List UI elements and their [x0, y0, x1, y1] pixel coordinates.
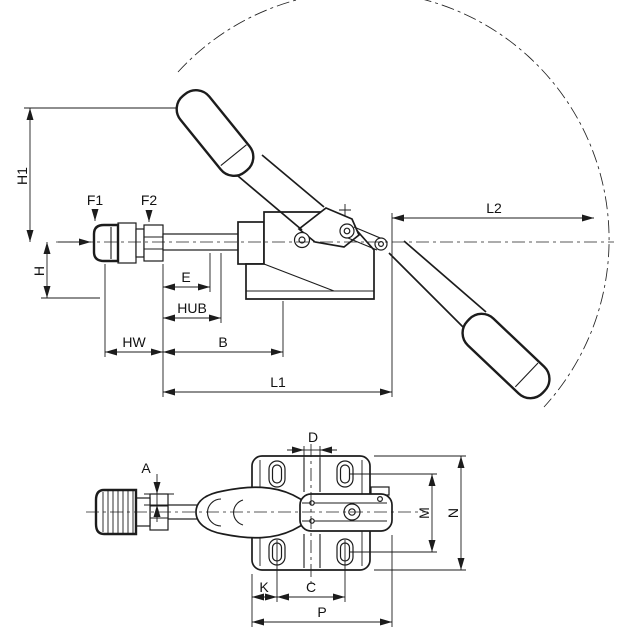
label-d: D [308, 429, 318, 445]
label-c: C [306, 579, 316, 595]
dimension-e: E [163, 269, 210, 291]
grip-detail-line [220, 144, 247, 167]
handle-swing-arc [177, 0, 610, 408]
dimension-l2: L2 [392, 200, 594, 222]
rivet [309, 518, 315, 524]
label-b: B [218, 334, 227, 350]
spindle-boss [237, 221, 265, 265]
arm-outline [195, 486, 305, 539]
pad-cylinder [117, 222, 137, 264]
lever-edge [237, 175, 303, 231]
dimension-d: D [287, 429, 337, 458]
label-f2: F2 [141, 192, 158, 208]
dimension-hub: HUB [163, 300, 221, 322]
center-cross-mark [339, 204, 351, 216]
gusset-line [263, 263, 335, 292]
label-h: H [31, 266, 47, 276]
label-a: A [141, 460, 151, 476]
label-hub: HUB [177, 300, 207, 316]
label-f1: F1 [87, 192, 104, 208]
label-k: K [259, 579, 269, 595]
handle-up-position [175, 88, 325, 231]
rivet [309, 500, 315, 506]
dimension-p: P [252, 604, 392, 626]
dimension-h: H [31, 242, 100, 299]
linkage-plan [299, 486, 393, 532]
lever-edge [261, 154, 325, 208]
lever-edge-swung [388, 252, 464, 328]
mounting-slot-inner [271, 464, 283, 484]
mounting-slot-inner [339, 464, 351, 484]
label-h1: H1 [14, 167, 30, 185]
label-m: M [416, 507, 432, 519]
dimension-n: N [374, 455, 466, 571]
clamp-arm-plan [195, 486, 305, 539]
label-l1: L1 [270, 374, 286, 390]
dimension-a: A [141, 460, 174, 522]
label-n: N [445, 508, 461, 518]
grip-detail-line [514, 362, 539, 388]
handle-down-position [388, 240, 551, 400]
dimension-k: K [252, 579, 277, 601]
label-e: E [181, 269, 190, 285]
link-bar [347, 237, 378, 251]
label-p: P [317, 604, 326, 620]
label-l2: L2 [486, 200, 502, 216]
dimension-m: M [350, 473, 437, 553]
center-slot [303, 458, 321, 568]
spindle-side [92, 222, 241, 264]
rivet [377, 496, 384, 503]
plan-view: D A M N [86, 429, 466, 627]
dimension-h1: H1 [14, 108, 34, 242]
dimension-l1: L1 [163, 374, 392, 396]
handle-pivot-pin [343, 227, 351, 235]
arm-bend-curve [206, 498, 222, 527]
side-view: H1 H F1 F2 E HUB [14, 0, 614, 408]
front-pivot-pin [298, 236, 306, 244]
pad-tip [92, 223, 120, 263]
lever-edge-swung [403, 240, 487, 313]
label-hw: HW [122, 334, 146, 350]
toggle-mechanism [293, 204, 388, 251]
hex-nut-side [143, 224, 164, 262]
dimension-hw: HW [105, 334, 163, 356]
dimension-c: C [277, 579, 345, 601]
arm-bend-curve [233, 499, 244, 526]
handle-grip [175, 88, 255, 178]
spindle-collar [135, 228, 145, 258]
dimension-b: B [163, 334, 283, 356]
handle-grip-swung [461, 312, 551, 400]
